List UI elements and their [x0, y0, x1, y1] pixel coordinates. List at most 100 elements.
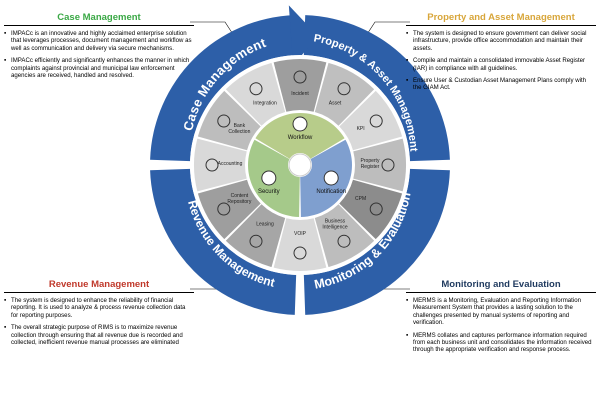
monitor-icon [337, 82, 351, 96]
segment-label: VOIP [294, 231, 307, 237]
outer-ring [150, 5, 450, 315]
bullet-item: MERMS is a Monitoring, Evaluation and Re… [406, 297, 596, 327]
segment-label-line: VOIP [294, 231, 307, 237]
segment-label-line: Integration [253, 100, 277, 106]
money-icon [337, 234, 351, 248]
revenue-management-panel: Revenue Management The system is designe… [4, 279, 194, 351]
revenue-management-title: Revenue Management [48, 279, 150, 290]
property-asset-bullets: The system is designed to ensure governm… [406, 30, 596, 92]
bullet-item: Ensure User & Custodian Asset Management… [406, 77, 596, 92]
segment-label-line: Leasing [256, 222, 274, 228]
divider [4, 25, 194, 26]
segment-label-line: Asset [329, 100, 342, 106]
bullet-item: The system is designed to enhance the re… [4, 297, 194, 319]
hub-label: Security [258, 189, 280, 195]
hub-notification: Notification [300, 139, 352, 217]
segment-label-line: Bank [234, 123, 246, 129]
case-management-bullets: IMPACc is an innovative and highly accla… [4, 30, 194, 79]
touch-icon [217, 114, 231, 128]
segment-leasing: Leasing [225, 204, 286, 268]
divider [406, 25, 596, 26]
segment-label-line: Property [361, 158, 380, 164]
info-icon [369, 114, 383, 128]
monitoring-evaluation-panel: Monitoring and Evaluation MERMS is a Mon… [406, 279, 596, 359]
hub-workflow: Workflow [255, 113, 345, 159]
cloud-icon [249, 82, 263, 96]
segment-label: CPM [355, 196, 366, 202]
shield-shape-icon [293, 70, 307, 84]
segment-asset: Asset [314, 62, 375, 126]
phone-icon [293, 246, 307, 260]
bullet-item: Compile and maintain a consolidated immo… [406, 57, 596, 72]
segment-label: Asset [329, 100, 342, 106]
accounting-r-icon [205, 158, 219, 172]
bullet-item: IMPACc efficiently and significantly enh… [4, 57, 194, 79]
segment-shape [353, 138, 407, 192]
bullet-item: The overall strategic purpose of RIMS is… [4, 324, 194, 346]
segment-shape [273, 59, 327, 112]
segment-kpi: KPI [339, 90, 403, 151]
hub-sector [255, 113, 345, 159]
segment-label: Incident [291, 91, 309, 97]
bullet-item: MERMS collates and captures performance … [406, 332, 596, 354]
gears-icon [292, 116, 308, 132]
property-asset-panel: Property and Asset Management The system… [406, 12, 596, 97]
segment-accounting: Accounting [194, 138, 247, 192]
monitoring-evaluation-title: Monitoring and Evaluation [441, 279, 561, 290]
segment-label-line: Accounting [218, 161, 243, 167]
chat-icon [323, 170, 339, 186]
bullet-item: The system is designed to ensure governm… [406, 30, 596, 52]
ring-quadrant-property [303, 15, 450, 162]
segment-incident: Incident [273, 59, 327, 112]
segment-label-line: Business [325, 219, 346, 225]
ring-quadrant-case [150, 15, 297, 162]
group-icon [261, 170, 277, 186]
building-icon [381, 158, 395, 172]
segment-label-line: Content [231, 193, 249, 199]
case-management-title: Case Management [57, 12, 141, 23]
segment-label: Integration [253, 100, 277, 106]
revenue-management-bullets: The system is designed to enhance the re… [4, 297, 194, 346]
ring-quadrant-monitoring [303, 168, 450, 315]
hub-label: Workflow [288, 135, 313, 141]
database-icon [217, 202, 231, 216]
segment-label: KPI [357, 126, 365, 132]
segment-voip: VOIP [273, 218, 327, 271]
segment-label-line: Incident [291, 91, 309, 97]
segment-cpm: CPM [339, 179, 403, 240]
car-icon [369, 202, 383, 216]
hub-center [288, 153, 312, 177]
property-asset-title: Property and Asset Management [427, 12, 575, 23]
bullet-item: IMPACc is an innovative and highly accla… [4, 30, 194, 52]
segment-label: Accounting [218, 161, 243, 167]
segment-label-line: Collection [228, 129, 250, 135]
segment-label-line: Intelligence [322, 225, 348, 231]
monitoring-evaluation-bullets: MERMS is a Monitoring, Evaluation and Re… [406, 297, 596, 354]
divider [4, 292, 194, 293]
segment-label-line: CPM [355, 196, 366, 202]
ring-arrow [288, 5, 319, 66]
divider [406, 292, 596, 293]
hub-security: Security [247, 139, 300, 217]
segment-integration: Integration [225, 62, 286, 126]
case-management-panel: Case Management IMPACc is an innovative … [4, 12, 194, 84]
segment-shape [273, 218, 327, 271]
segment-label-line: Register [361, 164, 380, 170]
segment-shape [194, 138, 247, 192]
segment-label-line: KPI [357, 126, 365, 132]
ring-quadrant-revenue [150, 168, 297, 315]
hub-label: Notification [316, 189, 346, 195]
segment-label: Leasing [256, 222, 274, 228]
